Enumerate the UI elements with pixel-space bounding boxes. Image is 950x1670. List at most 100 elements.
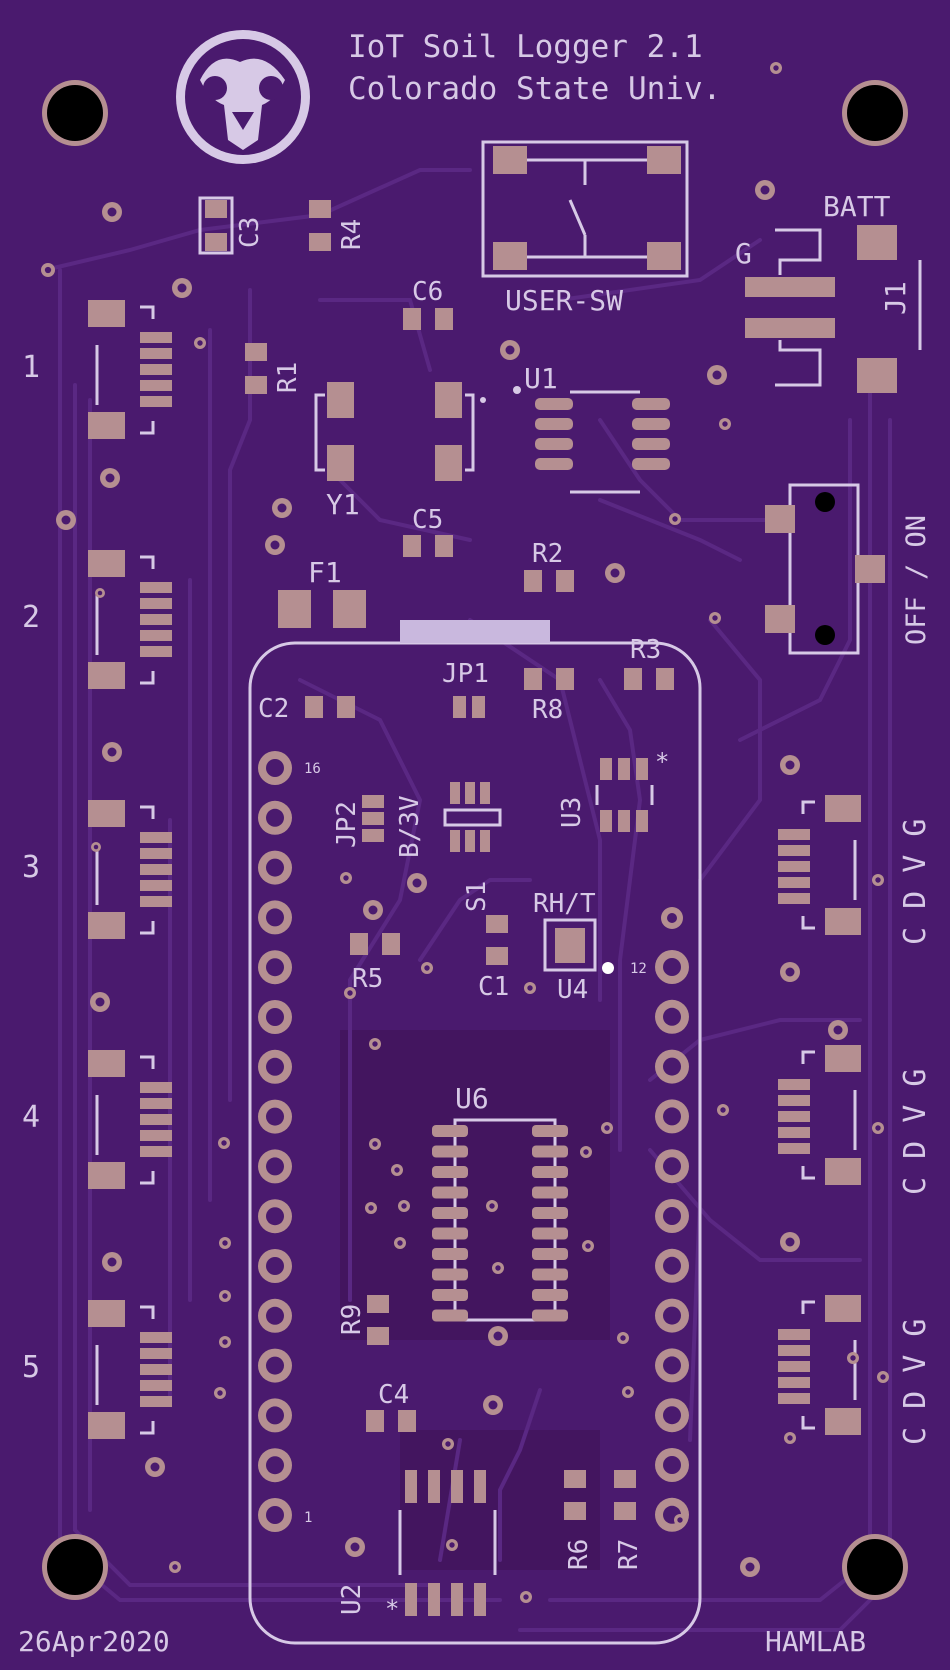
header-pin-right[interactable] <box>655 1149 689 1184</box>
header-pin-left[interactable] <box>258 1149 292 1184</box>
u3-star: * <box>655 748 669 776</box>
header-pin-right[interactable] <box>655 1298 689 1333</box>
battery-connector-j1[interactable] <box>745 225 922 393</box>
header-pin-left[interactable] <box>258 1199 292 1234</box>
r7-label: R7 <box>614 1539 644 1570</box>
via <box>520 1591 532 1603</box>
header-pin-left[interactable] <box>258 900 292 935</box>
capacitor-c5 <box>403 535 453 557</box>
y1-label: Y1 <box>326 488 360 521</box>
header-pin-right[interactable] <box>655 1049 689 1084</box>
via <box>56 510 76 530</box>
via <box>755 180 775 200</box>
header-pin-right[interactable] <box>655 1248 689 1283</box>
resistor-r4 <box>309 200 331 251</box>
via <box>770 62 782 74</box>
left-port-1[interactable]: 1 <box>22 300 172 439</box>
port-number-label: 4 <box>22 1100 40 1135</box>
s1-label: S1 <box>462 881 492 912</box>
via <box>524 982 536 994</box>
u6-pin <box>532 1166 568 1178</box>
header-pin-left[interactable] <box>258 1448 292 1483</box>
board-title-line1: IoT Soil Logger 2.1 <box>348 29 703 65</box>
cdvg-label: C D V G <box>898 1069 933 1195</box>
r8-label: R8 <box>532 695 563 725</box>
left-port-3[interactable]: 3 <box>22 800 172 939</box>
header-pin-right[interactable] <box>655 1448 689 1482</box>
via <box>674 1514 686 1526</box>
right-port-3[interactable]: C D V G <box>778 1295 933 1445</box>
via <box>394 1237 406 1249</box>
header-pin-left[interactable] <box>258 1398 292 1433</box>
via <box>100 468 120 488</box>
right-sensor-ports: C D V G C D V G C D V G <box>778 795 933 1445</box>
resistor-r1 <box>245 343 267 394</box>
usb-connector-mark <box>400 620 550 643</box>
cdvg-label: C D V G <box>898 819 933 945</box>
crystal-y1 <box>314 382 486 481</box>
header-pin-left[interactable] <box>258 1000 292 1034</box>
header-pin-left[interactable] <box>258 751 292 785</box>
header-pin-left[interactable] <box>258 1249 292 1283</box>
via <box>442 1438 454 1450</box>
header-pin-right[interactable] <box>655 1398 689 1433</box>
via <box>446 1539 458 1551</box>
via <box>340 872 352 884</box>
via <box>219 1290 231 1302</box>
chip-u1 <box>535 390 670 494</box>
left-port-4[interactable]: 4 <box>22 1050 172 1189</box>
via <box>214 1387 226 1399</box>
header-pin-right[interactable] <box>655 1199 689 1233</box>
chip-u2 <box>398 1470 497 1616</box>
header-pin-left[interactable] <box>258 1099 292 1134</box>
power-switch[interactable] <box>765 483 885 655</box>
header-pin-left[interactable] <box>258 1348 292 1383</box>
via <box>877 1371 889 1383</box>
port-number-label: 3 <box>22 850 40 885</box>
u6-pin <box>532 1207 568 1219</box>
left-port-5[interactable]: 5 <box>22 1300 172 1439</box>
header-pin-left[interactable] <box>258 1498 292 1532</box>
user-switch[interactable] <box>481 140 689 278</box>
feather-header-left[interactable] <box>258 751 292 1532</box>
board-title-line2: Colorado State Univ. <box>348 71 721 107</box>
via <box>91 842 101 852</box>
header-pin-left[interactable] <box>258 800 292 835</box>
c6-label: C6 <box>412 277 443 307</box>
via <box>719 418 731 430</box>
switch-s1[interactable] <box>443 782 502 852</box>
right-port-1[interactable]: C D V G <box>778 795 933 945</box>
left-port-2[interactable]: 2 <box>22 550 172 689</box>
header-pin-right[interactable] <box>655 950 689 984</box>
ground-pour <box>340 1030 610 1340</box>
via <box>365 1202 377 1214</box>
f1-label: F1 <box>308 556 342 589</box>
via <box>709 612 721 624</box>
jp2-label: JP2 <box>332 801 362 848</box>
via <box>872 874 884 886</box>
via <box>102 202 122 222</box>
header-pin-right[interactable] <box>655 1497 689 1532</box>
header-pin-left[interactable] <box>258 1298 292 1333</box>
header-pin-right[interactable] <box>661 907 683 929</box>
via <box>218 1137 230 1149</box>
via <box>95 588 105 598</box>
via <box>740 1557 760 1577</box>
header-pin-right[interactable] <box>655 1348 689 1383</box>
header-pin-left[interactable] <box>258 950 292 985</box>
u6-pin <box>532 1227 568 1240</box>
via <box>407 873 427 893</box>
via <box>717 1104 729 1116</box>
right-port-2[interactable]: C D V G <box>778 1045 933 1195</box>
header-pin-right[interactable] <box>655 999 689 1034</box>
header-pin-left[interactable] <box>258 850 292 885</box>
capacitor-c2 <box>305 696 355 718</box>
r3-label: R3 <box>630 635 661 665</box>
via <box>369 1038 381 1050</box>
header-pin-left[interactable] <box>258 1049 292 1084</box>
header-pin-right[interactable] <box>655 1099 689 1134</box>
c1-label: C1 <box>478 972 509 1002</box>
via <box>272 498 292 518</box>
via <box>605 563 625 583</box>
batt-label: BATT <box>823 190 891 223</box>
